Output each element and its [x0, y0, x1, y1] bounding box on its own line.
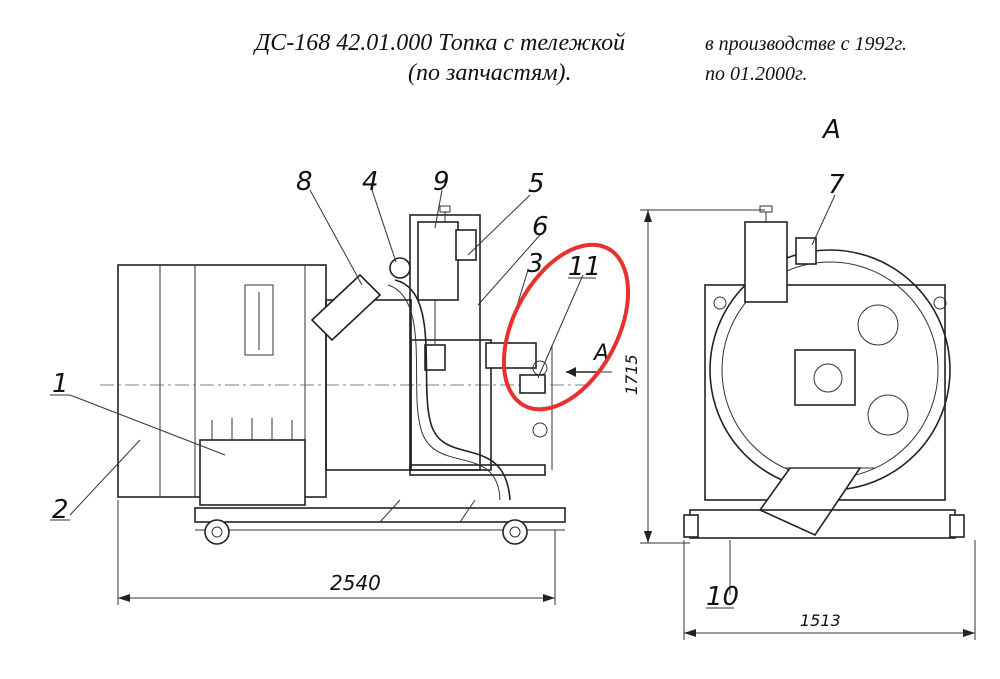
callout-9: 9: [433, 167, 450, 197]
callout-10: 10: [706, 582, 739, 612]
callout-6: 6: [532, 212, 549, 242]
side-view: [69, 189, 612, 545]
trolley-wheel-rear: [502, 519, 528, 545]
callout-1: 1: [52, 369, 69, 399]
callout-7: 7: [828, 170, 845, 200]
drawing-title-line2: (по запчастям).: [408, 60, 572, 86]
ash-box: [199, 439, 306, 506]
fuel-tank: [417, 221, 459, 301]
highlight-circle: [501, 242, 631, 412]
fuel-cup: [424, 344, 446, 371]
fan-housing: [410, 339, 492, 471]
fan-unit: [485, 342, 537, 369]
dimension-width: [683, 540, 976, 640]
callout-4: 4: [362, 167, 379, 197]
dimension-length-value: 2540: [330, 571, 381, 595]
dimension-length: [117, 500, 556, 605]
dimension-height-value: 1715: [622, 354, 641, 395]
end-fuel-tank: [744, 221, 788, 303]
end-view: [683, 194, 965, 595]
fuel-pump: [310, 273, 382, 342]
trolley-wheel-front: [204, 519, 230, 545]
callout-11: 11: [568, 252, 601, 282]
callout-8: 8: [296, 167, 313, 197]
section-view-label: A: [821, 115, 841, 145]
section-marker-label: A: [592, 341, 609, 366]
trolley-frame: [194, 507, 566, 523]
callout-5: 5: [528, 169, 545, 199]
end-filter: [795, 237, 817, 265]
dimension-height: [640, 209, 765, 544]
sight-window: [244, 284, 274, 356]
pressure-gauge: [389, 257, 411, 279]
fuel-hose: [394, 279, 511, 501]
control-valve: [519, 374, 546, 394]
fuel-filter: [455, 229, 477, 261]
burner-block: [794, 349, 856, 406]
hopper: [758, 467, 862, 537]
production-period-line2: по 01.2000г.: [705, 63, 808, 85]
callout-2: 2: [52, 495, 69, 525]
production-period-line1: в производстве с 1992г.: [705, 33, 908, 55]
drawing-title-line1: ДС-168 42.01.000 Топка с тележкой: [255, 30, 626, 56]
dimension-width-value: 1513: [800, 611, 841, 630]
